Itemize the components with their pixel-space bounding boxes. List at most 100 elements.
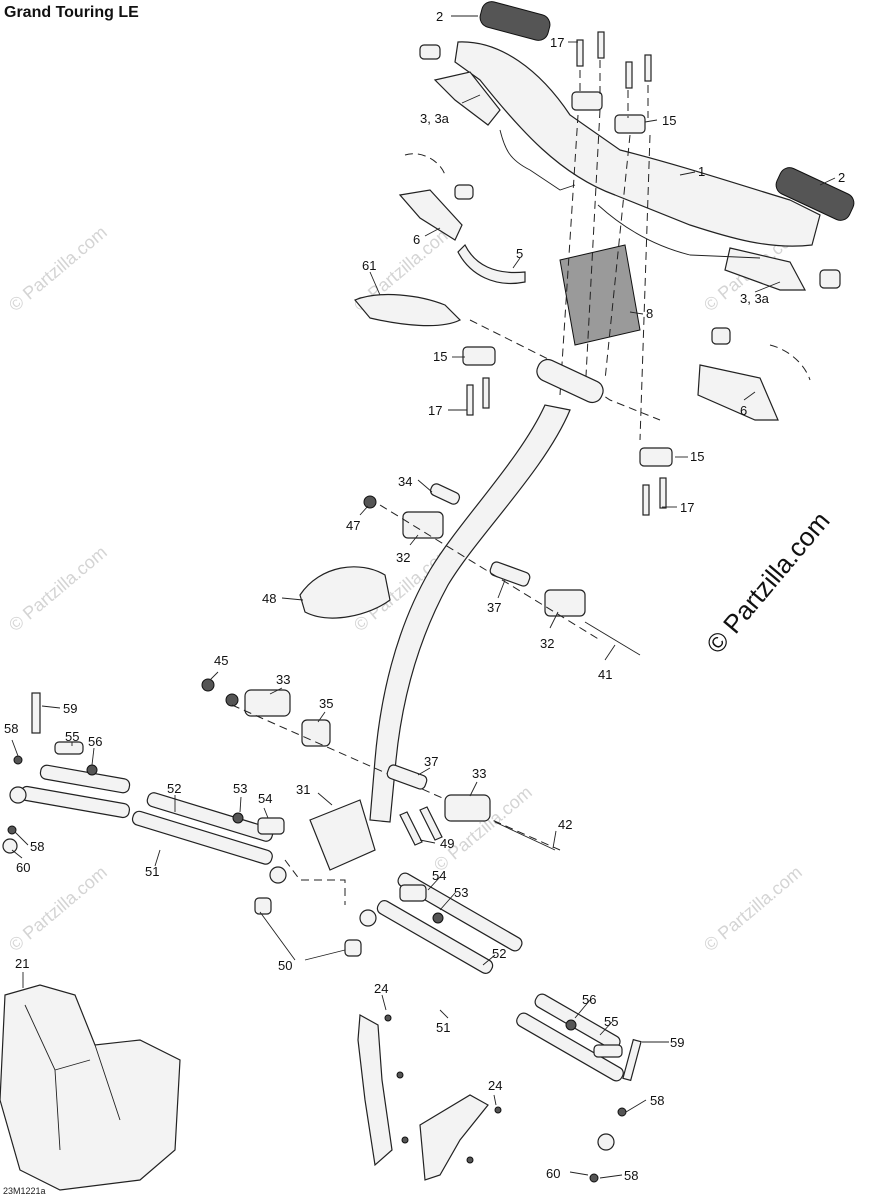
spacer: [386, 764, 428, 790]
bolt: [399, 811, 423, 846]
bolt: [642, 484, 650, 516]
callout-24: 24: [488, 1078, 502, 1093]
diagram-title: Grand Touring LE: [4, 4, 139, 21]
bolt: [597, 31, 605, 59]
callout-50: 50: [278, 958, 292, 973]
callout-1: 1: [698, 164, 705, 179]
callout-41: 41: [598, 667, 612, 682]
leader-lines: [11, 15, 836, 1179]
callout-47: 47: [346, 518, 360, 533]
column-base: [309, 799, 376, 871]
callout-59: 59: [63, 701, 77, 716]
hose: [457, 243, 526, 284]
nut: [201, 678, 215, 692]
handlebar: [454, 41, 821, 247]
callout-6: 6: [413, 232, 420, 247]
grip-insert: [398, 189, 463, 241]
tie-rod: [376, 900, 494, 974]
nut: [225, 693, 239, 707]
callout-55: 55: [604, 1014, 618, 1029]
callout-54: 54: [432, 868, 446, 883]
callout-60: 60: [546, 1166, 560, 1181]
washer: [13, 755, 23, 765]
mounting-bracket: [419, 1094, 489, 1181]
nut: [565, 1019, 577, 1031]
callout-58: 58: [4, 721, 18, 736]
rod-end-boot: [593, 1044, 623, 1058]
handlebar-grip: [775, 167, 855, 221]
bolt: [659, 477, 667, 509]
callout-34: 34: [398, 474, 412, 489]
callout-3-3a: 3, 3a: [420, 111, 450, 126]
nut: [2, 838, 18, 854]
callout-35: 35: [319, 696, 333, 711]
nut: [432, 912, 444, 924]
plug: [819, 269, 841, 289]
callout-61: 61: [362, 258, 376, 273]
grip-insert: [697, 364, 779, 421]
callout-51: 51: [436, 1020, 450, 1035]
callout-58: 58: [624, 1168, 638, 1183]
screw: [384, 1014, 392, 1022]
tie-rod: [39, 764, 131, 794]
callout-2: 2: [436, 9, 443, 24]
rod-end: [9, 786, 27, 804]
bracket: [544, 589, 586, 617]
plug: [711, 327, 731, 345]
riser-clamp: [614, 114, 646, 134]
callout-17: 17: [550, 35, 564, 50]
spacer: [429, 483, 461, 505]
wire: [499, 129, 576, 191]
callout-31: 31: [296, 782, 310, 797]
bracket: [244, 689, 291, 717]
diagram-code: 23M1221a: [3, 1186, 46, 1196]
tie-rod: [131, 810, 273, 865]
callout-33: 33: [276, 672, 290, 687]
wind-deflector: [354, 293, 462, 327]
nut: [363, 495, 377, 509]
assembly-line: [379, 504, 601, 641]
bolt: [576, 39, 584, 67]
rod-end-boot: [399, 884, 427, 902]
callout-59: 59: [670, 1035, 684, 1050]
hidden-outline: [769, 344, 811, 381]
handlebar-pad: [559, 244, 641, 346]
assembly-line: [284, 859, 346, 905]
bolt-long: [494, 821, 556, 851]
bolt: [625, 61, 633, 89]
bolt-long: [584, 621, 641, 656]
bolt: [482, 377, 490, 409]
rod-end: [269, 866, 287, 884]
callouts: 2 17 3, 3a 15 1 2 6 5 61 3, 3a 8 15 17 6…: [4, 9, 845, 1183]
callout-53: 53: [454, 885, 468, 900]
mounting-bracket: [357, 1014, 393, 1167]
assembly-line: [231, 704, 561, 851]
callout-32: 32: [540, 636, 554, 651]
callout-56: 56: [88, 734, 102, 749]
bolt: [466, 384, 474, 416]
column-cross-tube: [536, 358, 604, 404]
riser-clamp: [571, 91, 603, 111]
riser-clamp: [462, 346, 496, 366]
spacer: [489, 561, 531, 587]
callout-54: 54: [258, 791, 272, 806]
callout-6: 6: [740, 403, 747, 418]
callout-24: 24: [374, 981, 388, 996]
rod-end: [597, 1133, 615, 1151]
callout-56: 56: [582, 992, 596, 1007]
callout-5: 5: [516, 246, 523, 261]
grip-heater: [433, 71, 501, 126]
tie-rod: [397, 872, 523, 952]
callout-17: 17: [428, 403, 442, 418]
callout-52: 52: [492, 946, 506, 961]
grip-heater: [724, 247, 807, 291]
tie-rod: [516, 1012, 624, 1082]
callout-55: 55: [65, 729, 79, 744]
callout-37: 37: [424, 754, 438, 769]
handlebar-cover: [0, 984, 181, 1191]
cover-detail: [24, 1004, 121, 1151]
column-cover: [299, 566, 391, 619]
callout-37: 37: [487, 600, 501, 615]
callout-3-3a: 3, 3a: [740, 291, 770, 306]
